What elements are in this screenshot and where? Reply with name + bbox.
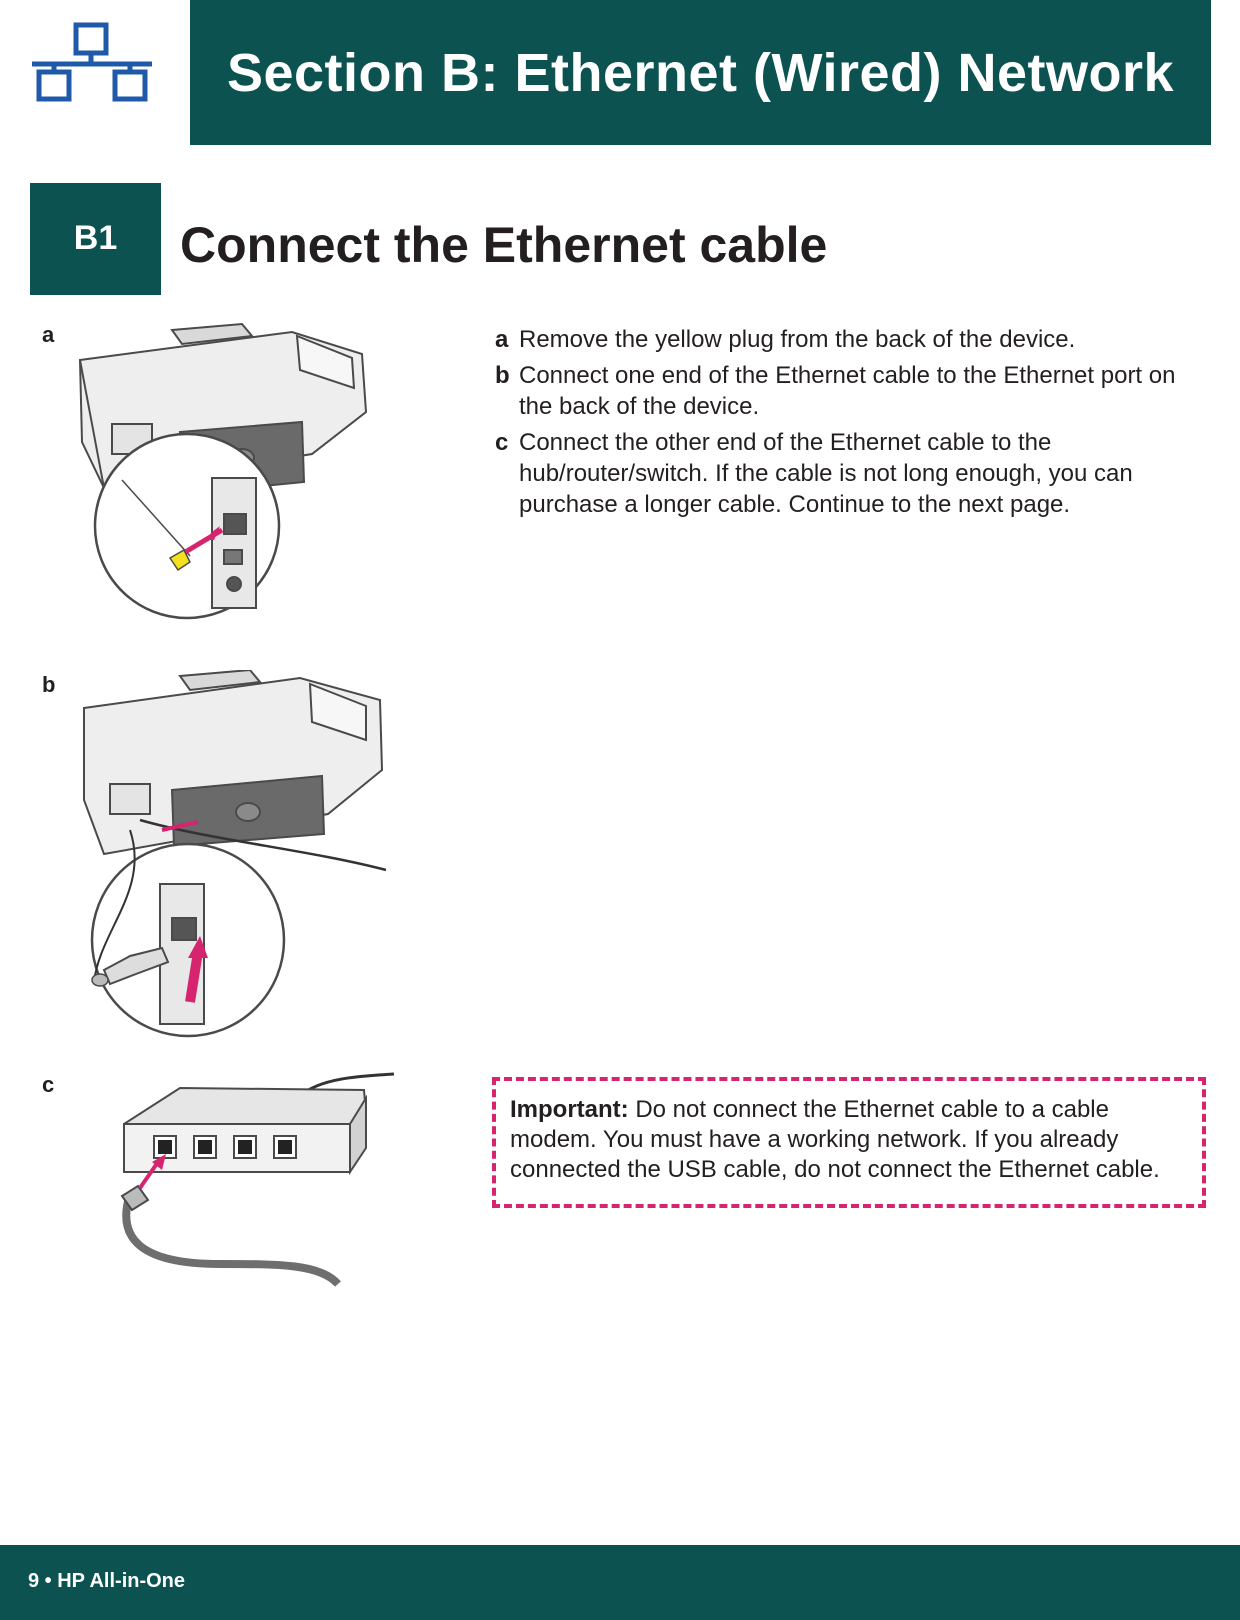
step-badge: B1: [30, 183, 161, 295]
list-item: c Connect the other end of the Ethernet …: [495, 427, 1215, 520]
instruction-text: Connect the other end of the Ethernet ca…: [519, 429, 1133, 518]
router-hub-illustration: [120, 1072, 395, 1287]
figure-b-letter: b: [42, 672, 56, 697]
list-item: b Connect one end of the Ethernet cable …: [495, 360, 1215, 422]
figure-a-letter: a: [42, 322, 55, 347]
list-item: a Remove the yellow plug from the back o…: [495, 324, 1215, 355]
figure-c-letter: c: [42, 1072, 55, 1097]
instruction-letter: c: [495, 429, 509, 456]
instruction-letter: b: [495, 362, 510, 389]
network-icon: [32, 22, 152, 102]
step-title: Connect the Ethernet cable: [180, 217, 828, 273]
important-note: Important: Do not connect the Ethernet c…: [492, 1077, 1206, 1208]
instruction-text: Remove the yellow plug from the back of …: [519, 326, 1076, 353]
page-footer: 9 • HP All-in-One: [0, 1545, 1240, 1620]
instruction-text: Connect one end of the Ethernet cable to…: [519, 362, 1176, 420]
instruction-letter: a: [495, 326, 509, 353]
instructions-list: a Remove the yellow plug from the back o…: [495, 324, 1215, 525]
important-text: Do not connect the Ethernet cable to a c…: [510, 1096, 1160, 1183]
section-header: Section B: Ethernet (Wired) Network: [190, 0, 1211, 145]
printer-connect-cable-illustration: [83, 670, 387, 1038]
printer-remove-plug-illustration: [78, 322, 368, 620]
important-label: Important:: [510, 1096, 629, 1123]
footer-text: 9 • HP All-in-One: [28, 1570, 186, 1592]
section-title: Section B: Ethernet (Wired) Network: [226, 42, 1175, 103]
